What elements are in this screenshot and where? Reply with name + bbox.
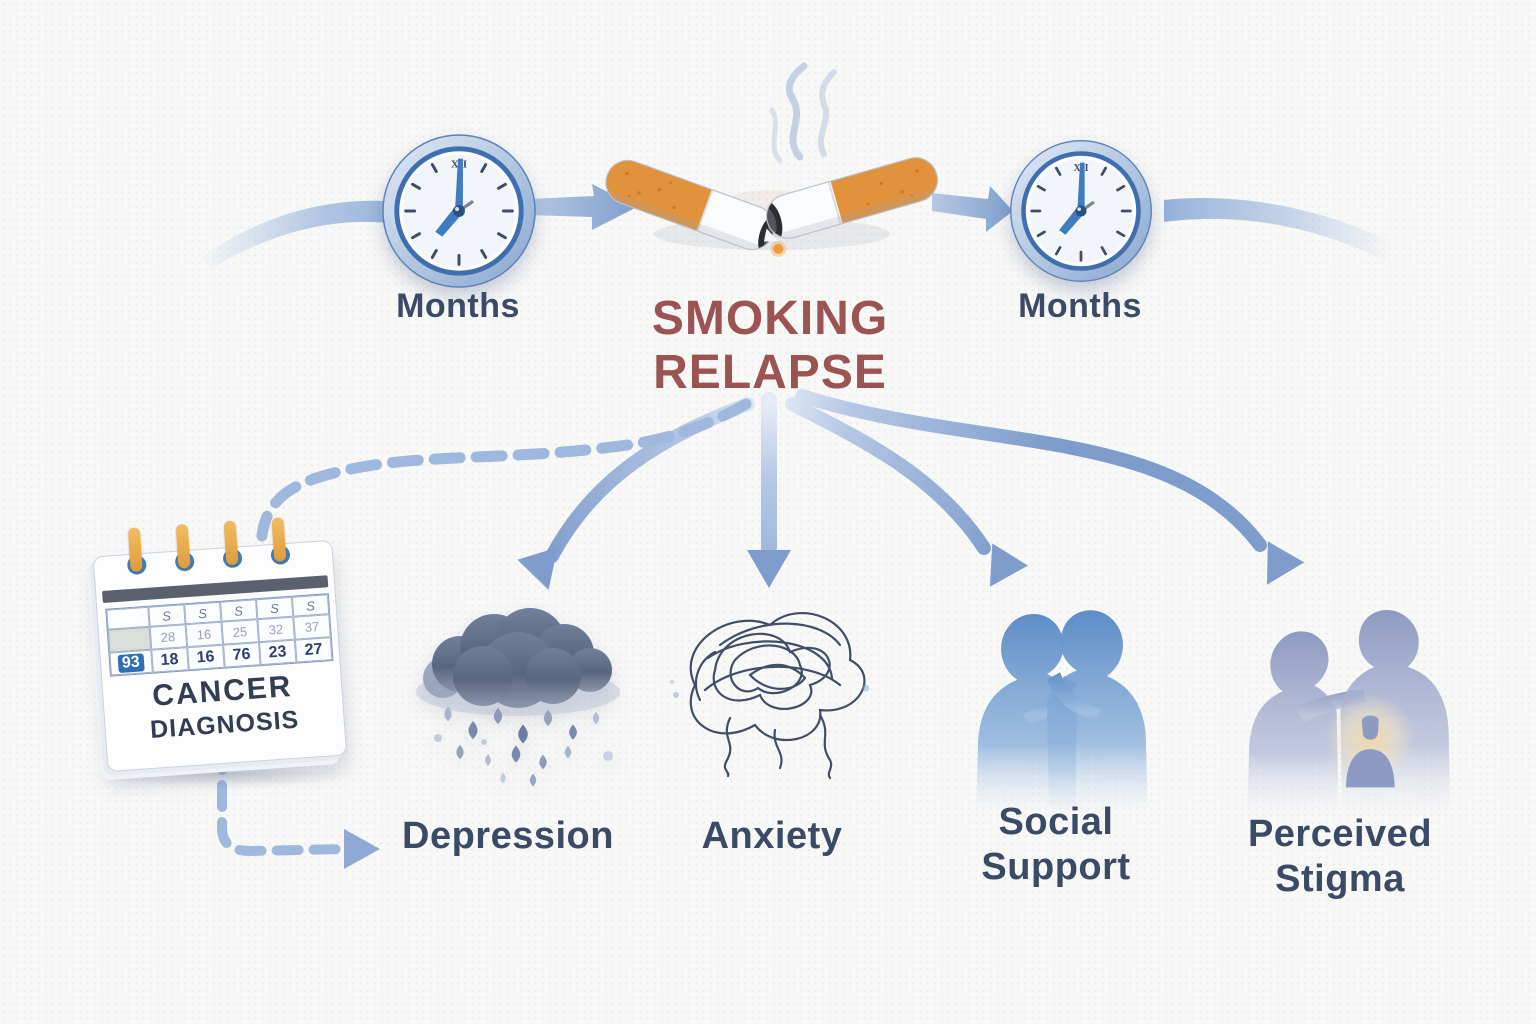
binder-ring xyxy=(262,517,296,575)
left-entry-swoosh xyxy=(200,200,398,268)
clock-icon-right xyxy=(1008,138,1154,284)
arrow-to-social-support xyxy=(785,397,991,555)
perceived-stigma-label: Perceived Stigma xyxy=(1247,813,1433,900)
title-line-1: SMOKING xyxy=(651,292,889,345)
months-label-left: Months xyxy=(396,287,520,325)
cancer-diagnosis-calendar-icon: S S S S S 28 16 25 32 37 93 18 16 76 23 … xyxy=(92,517,348,776)
broken-cigarette-smoke-icon xyxy=(600,62,940,257)
clock-icon-left xyxy=(380,132,538,290)
title-line-2: RELAPSE xyxy=(653,345,887,399)
right-exit-swoosh xyxy=(1164,197,1392,260)
rain-drops xyxy=(434,706,613,787)
two-people-talking-icon xyxy=(976,610,1148,815)
dashed-arrow-calendar-to-depression xyxy=(217,743,350,857)
highlighted-day: 93 xyxy=(109,649,153,676)
arrow-relapse-to-months xyxy=(932,186,1013,232)
arrow-to-perceived-stigma xyxy=(795,389,1267,552)
cloud-body xyxy=(423,608,612,708)
smoke-wisps xyxy=(769,62,837,164)
diagram-title: SMOKING RELAPSE xyxy=(570,292,970,400)
social-support-label: Social Support xyxy=(981,801,1131,888)
dashed-link-to-calendar xyxy=(256,398,752,542)
binder-ring xyxy=(167,523,201,581)
tangled-scribble-icon xyxy=(670,612,870,780)
fan-arrowheads xyxy=(517,541,1305,590)
dashed-arrowhead xyxy=(344,829,380,869)
binder-ring xyxy=(215,520,249,578)
calendar-grid: S S S S S 28 16 25 32 37 93 18 16 76 23 … xyxy=(105,593,334,677)
relapse-fan-arrows xyxy=(256,389,1267,563)
cigarette-left-half xyxy=(600,154,787,257)
binder-ring xyxy=(119,527,153,585)
arrow-to-depression xyxy=(545,397,755,563)
months-label-right: Months xyxy=(1018,287,1142,325)
family-silhouette-isolated-child-icon xyxy=(1247,610,1451,819)
person-right xyxy=(1047,610,1148,815)
child-figure xyxy=(1346,715,1395,788)
storm-cloud-rain-icon xyxy=(416,608,620,787)
anxiety-label: Anxiety xyxy=(701,815,843,857)
depression-label: Depression xyxy=(402,815,614,857)
